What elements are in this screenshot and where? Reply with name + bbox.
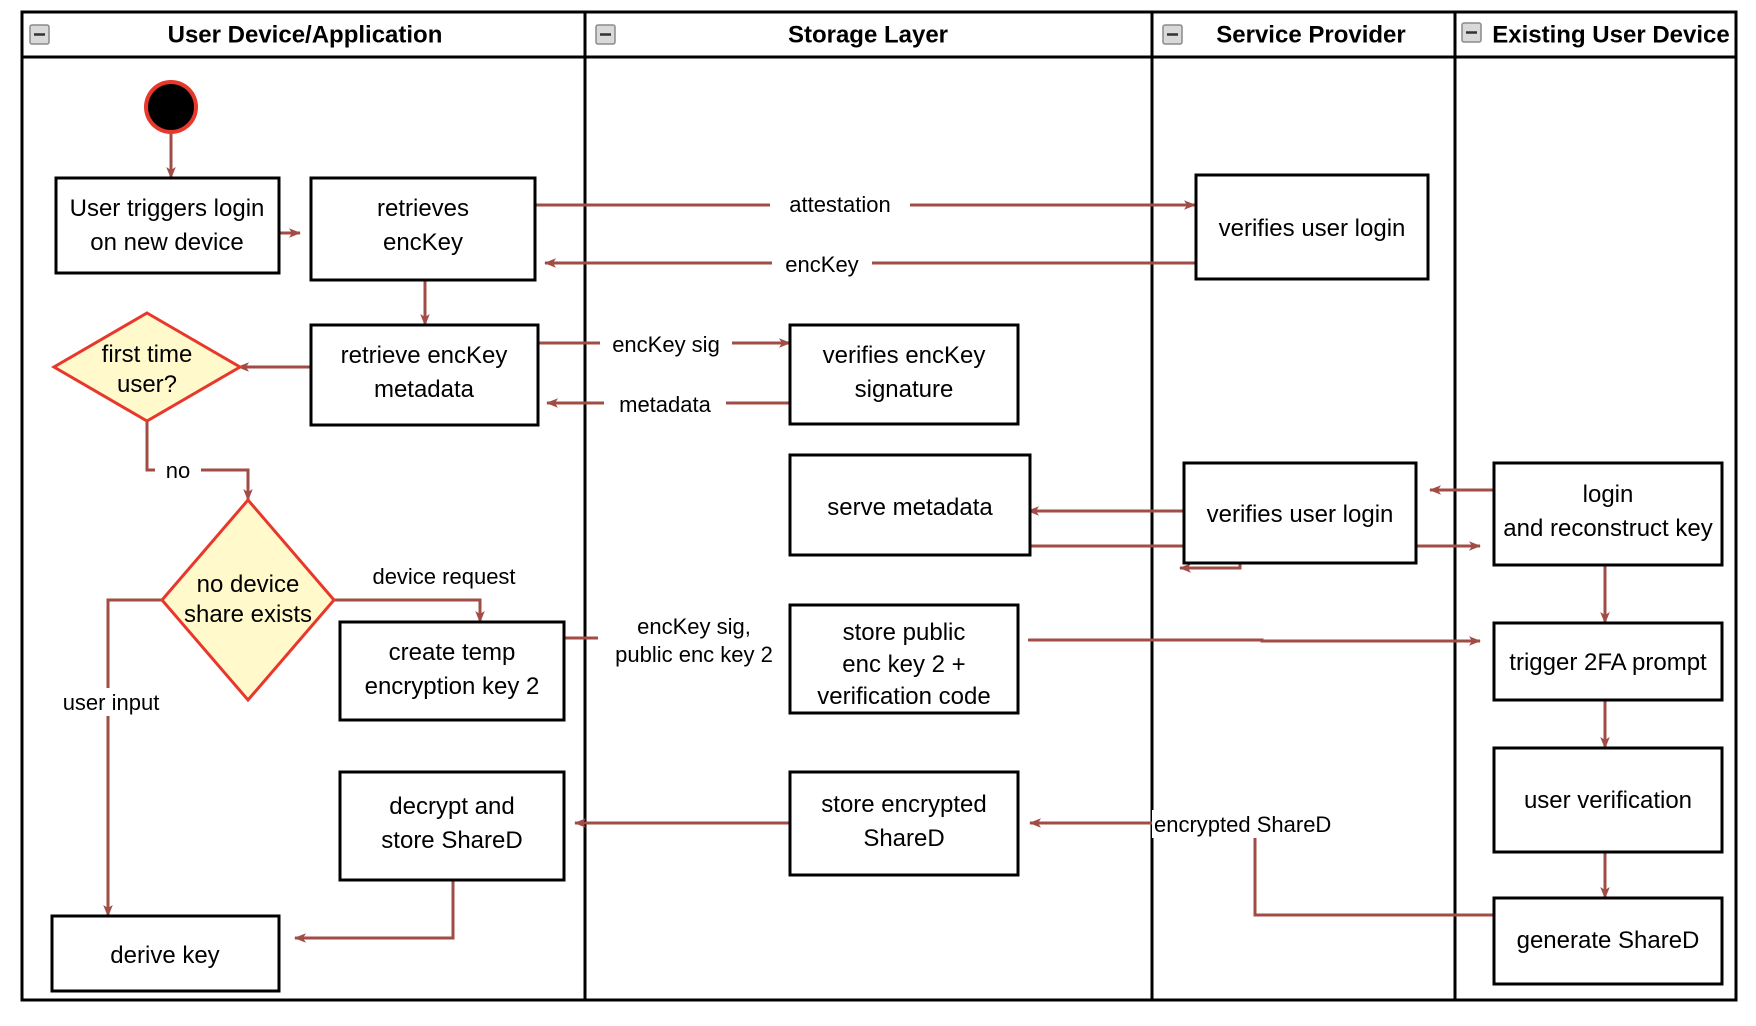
activity-node-generate-shared[interactable]: generate ShareD xyxy=(1492,896,1724,986)
decision-label-line: user? xyxy=(117,371,177,398)
edge-label-text: encrypted ShareD xyxy=(1154,812,1331,837)
edge-label-encrypted-shared: encrypted ShareD xyxy=(1152,810,1348,838)
edge-s3-to-e2 xyxy=(1028,636,1481,646)
lane-title-user-device: User Device/Application xyxy=(168,21,443,48)
decision-label-line: no device xyxy=(197,571,300,598)
edge-n5-to-n6 xyxy=(294,880,455,943)
lane-header-service-provider[interactable]: Service Provider xyxy=(1162,21,1406,48)
edge-label-text: encKey sig xyxy=(612,332,720,357)
node-label-line: signature xyxy=(855,376,954,403)
node-label-line: store ShareD xyxy=(381,827,522,854)
start-node xyxy=(144,80,198,134)
activity-node-decrypt-and-store-shared[interactable]: decrypt and store ShareD xyxy=(338,770,566,882)
node-label-line: enc key 2 + xyxy=(842,651,965,678)
node-label-line: verifies user login xyxy=(1207,501,1394,528)
decision-node-first-time-user[interactable]: first time user? xyxy=(51,311,243,423)
edge-label-text: encKey xyxy=(785,252,858,277)
node-label-line: user verification xyxy=(1524,787,1692,814)
edge-label-text: metadata xyxy=(619,392,711,417)
activity-node-user-triggers-login[interactable]: User triggers login on new device xyxy=(54,176,281,275)
edge-label-no: no xyxy=(155,456,201,484)
decision-node-no-device-share-exists[interactable]: no device share exists xyxy=(160,497,336,703)
activity-node-user-verification[interactable]: user verification xyxy=(1492,746,1724,854)
edge-label-user-input: user input xyxy=(50,688,172,716)
node-label-line: verifies encKey xyxy=(823,342,986,369)
node-label-line: decrypt and xyxy=(389,793,514,820)
lane-header-user-device[interactable]: User Device/Application xyxy=(29,21,443,48)
edge-label-enckey-sig-public-enc-key-2: encKey sig, public enc key 2 xyxy=(598,608,788,670)
edge-label-enckey-sig: encKey sig xyxy=(600,330,732,358)
node-label-line: serve metadata xyxy=(827,494,993,521)
lane-header-existing-user-device[interactable]: Existing User Device xyxy=(1461,21,1730,48)
edge-label-text: device request xyxy=(372,564,515,589)
decision-label-line: share exists xyxy=(184,601,312,628)
node-label-line: derive key xyxy=(110,942,219,969)
activity-node-store-encrypted-shared[interactable]: store encrypted ShareD xyxy=(788,770,1020,877)
activity-node-verifies-user-login-top[interactable]: verifies user login xyxy=(1194,173,1430,281)
lane-title-storage-layer: Storage Layer xyxy=(788,21,948,48)
activity-node-retrieve-enckey-metadata[interactable]: retrieve encKey metadata xyxy=(309,323,540,427)
node-label-line: store public xyxy=(843,619,966,646)
node-label-line: generate ShareD xyxy=(1517,927,1700,954)
activity-node-trigger-2fa-prompt[interactable]: trigger 2FA prompt xyxy=(1492,621,1724,702)
edge-label-enckey: encKey xyxy=(772,250,872,278)
activity-node-create-temp-encryption-key-2[interactable]: create temp encryption key 2 xyxy=(338,620,566,722)
lane-header-storage-layer[interactable]: Storage Layer xyxy=(595,21,948,48)
node-label-line: retrieves xyxy=(377,195,469,222)
node-label-line: metadata xyxy=(374,376,475,403)
node-label-line: login xyxy=(1583,481,1634,508)
edge-d2-to-n6-userinput xyxy=(103,598,163,917)
node-label-line: store encrypted xyxy=(821,791,986,818)
lane-title-existing-user-device: Existing User Device xyxy=(1492,21,1729,48)
node-label-line: and reconstruct key xyxy=(1503,515,1712,542)
node-label-line: verification code xyxy=(817,683,990,710)
node-label-line: retrieve encKey xyxy=(341,342,508,369)
activity-node-retrieves-enckey[interactable]: retrieves encKey xyxy=(309,176,537,282)
edge-label-text: user input xyxy=(63,690,160,715)
edge-label-device-request: device request xyxy=(348,562,540,590)
node-label-line: encKey xyxy=(383,229,463,256)
edge-label-text: attestation xyxy=(789,192,891,217)
edge-d2-to-n4-devicerequest xyxy=(332,598,485,623)
activity-node-verifies-user-login-middle[interactable]: verifies user login xyxy=(1182,461,1418,565)
node-label-line: User triggers login xyxy=(70,195,265,222)
edge-label-metadata: metadata xyxy=(604,390,726,418)
edge-label-attestation: attestation xyxy=(770,190,910,218)
decision-label-line: first time xyxy=(102,341,193,368)
node-label-line: on new device xyxy=(90,229,243,256)
node-label-line: create temp xyxy=(389,639,516,666)
activity-node-store-public-enc-key-2[interactable]: store public enc key 2 + verification co… xyxy=(788,603,1020,715)
edge-label-text: no xyxy=(166,458,190,483)
lane-title-service-provider: Service Provider xyxy=(1216,21,1405,48)
activity-node-login-and-reconstruct-key[interactable]: login and reconstruct key xyxy=(1492,461,1724,567)
node-label-line: encryption key 2 xyxy=(365,673,540,700)
node-label-line: ShareD xyxy=(863,825,944,852)
edge-label-text: encKey sig, xyxy=(637,614,751,639)
activity-node-derive-key[interactable]: derive key xyxy=(50,914,281,993)
node-label-line: verifies user login xyxy=(1219,215,1406,242)
edge-label-text: public enc key 2 xyxy=(615,642,773,667)
node-label-line: trigger 2FA prompt xyxy=(1509,649,1707,676)
activity-node-serve-metadata[interactable]: serve metadata xyxy=(788,453,1032,557)
activity-node-verifies-enckey-signature[interactable]: verifies encKey signature xyxy=(788,323,1020,426)
edge-e4-to-s4-encryptedshared xyxy=(1029,818,1496,917)
